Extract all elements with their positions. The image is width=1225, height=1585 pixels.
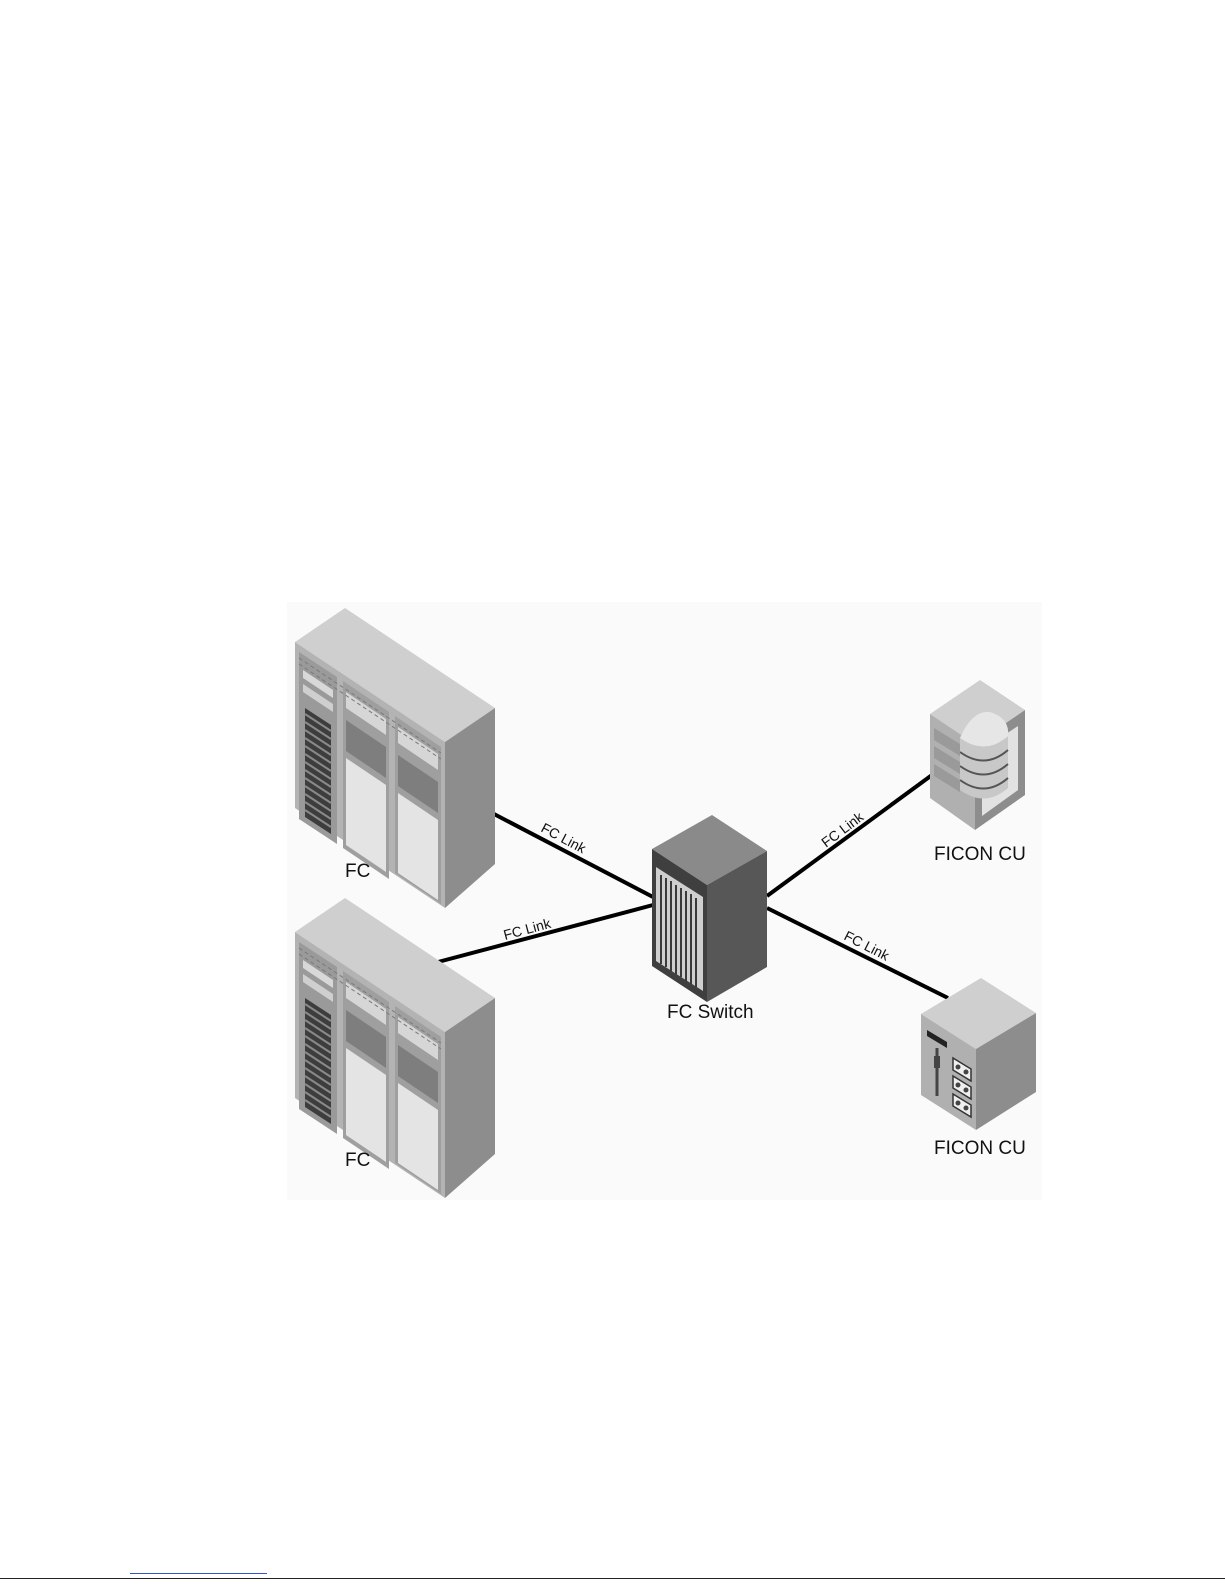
fc-switch-label: FC Switch — [667, 1002, 754, 1023]
footnote-marker — [130, 1573, 267, 1574]
fc-bottom-label: FC — [345, 1150, 370, 1171]
switch-director-icon — [652, 815, 767, 1002]
fc-top-label: FC — [345, 861, 370, 882]
footnote-rule — [0, 1578, 1225, 1579]
ficon-cu-bottom-label: FICON CU — [934, 1138, 1026, 1159]
ficon-cu-top-label: FICON CU — [934, 844, 1026, 865]
